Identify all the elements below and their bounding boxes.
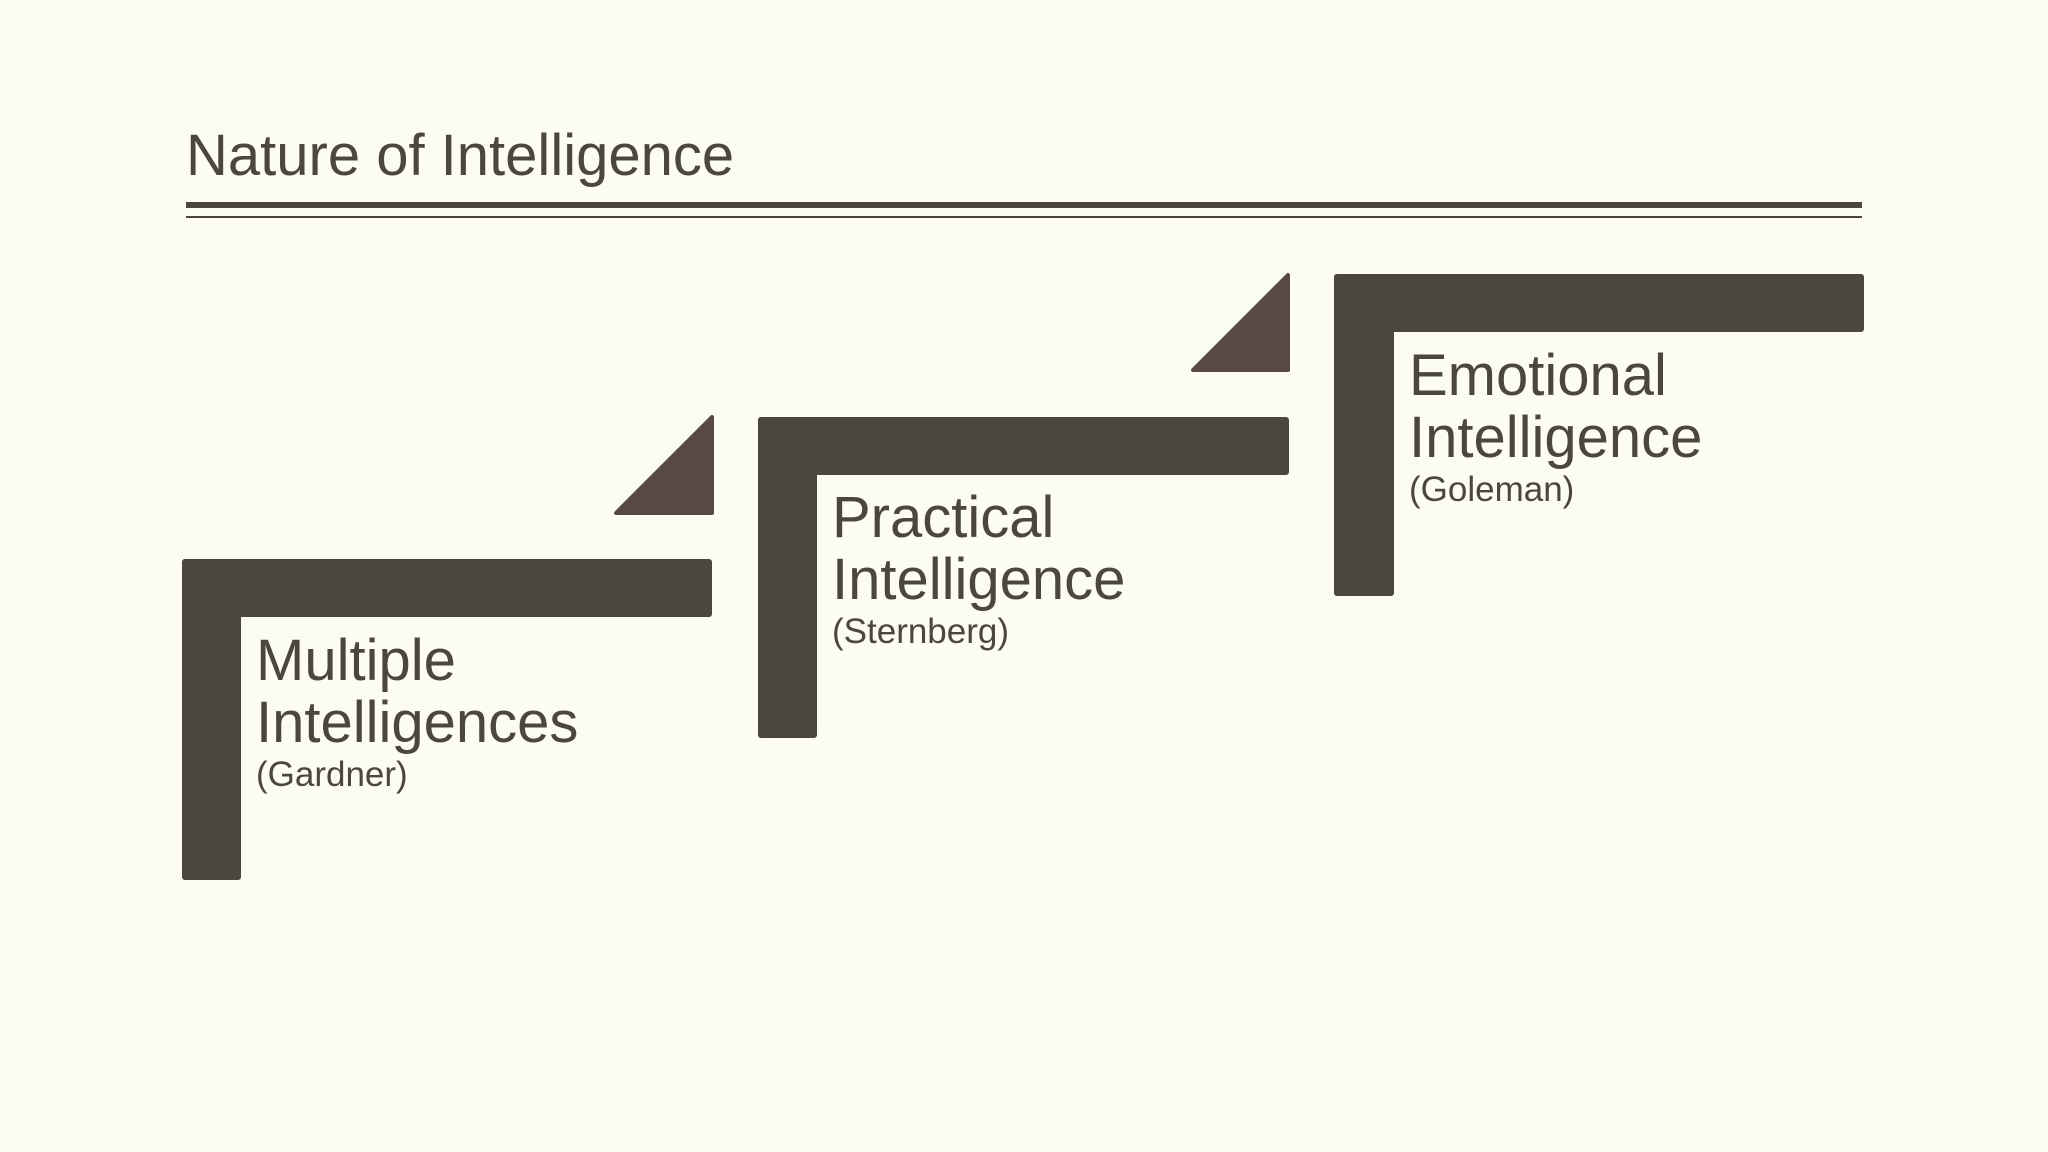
- step-2-bracket-top: [758, 417, 1289, 475]
- step-2-label: Practical Intelligence (Sternberg): [832, 487, 1125, 653]
- step-1-author: (Gardner): [256, 755, 408, 794]
- step-1-line-2: Intelligences: [256, 690, 579, 755]
- step-2-line-2: Intelligence: [832, 547, 1126, 612]
- step-2-line-1: Practical: [832, 485, 1055, 550]
- title-rule-thick: [186, 202, 1862, 208]
- step-3-author: (Goleman): [1409, 470, 1575, 509]
- step-3-line-1: Emotional: [1409, 343, 1667, 408]
- step-2-bracket: [758, 417, 1289, 738]
- step-1-bracket-top: [182, 559, 712, 617]
- step-2-arrow-icon: [1191, 273, 1290, 372]
- step-1-arrow-icon: [614, 415, 714, 515]
- step-3-bracket-side: [1334, 274, 1394, 596]
- slide-title: Nature of Intelligence: [186, 123, 735, 188]
- step-3-label: Emotional Intelligence (Goleman): [1409, 345, 1702, 511]
- title-rule-thin: [186, 216, 1862, 218]
- step-1-line-1: Multiple: [256, 628, 456, 693]
- step-3-line-2: Intelligence: [1409, 405, 1703, 470]
- step-1-bracket: [182, 559, 712, 880]
- step-1-label: Multiple Intelligences (Gardner): [256, 630, 578, 796]
- step-2-bracket-side: [758, 417, 817, 738]
- step-3-bracket: [1334, 274, 1864, 596]
- step-3-bracket-top: [1334, 274, 1864, 332]
- step-2-author: (Sternberg): [832, 612, 1010, 651]
- step-1-bracket-side: [182, 559, 241, 880]
